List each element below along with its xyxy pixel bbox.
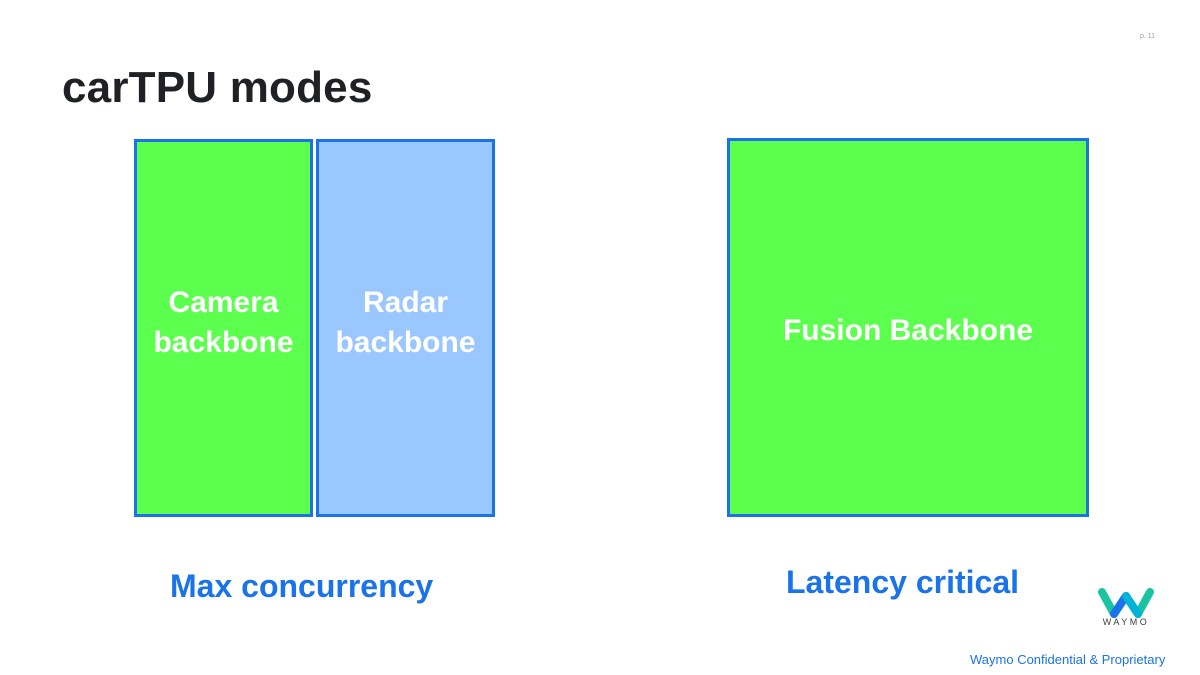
latency-critical-caption: Latency critical [786,564,1019,600]
fusion-backbone-label: Fusion Backbone [782,314,1034,347]
max-concurrency-caption: Max concurrency [170,568,434,604]
radar-backbone-label-line1: Radar [362,286,449,319]
page-number: p. 11 [1140,33,1156,40]
radar-backbone-block: Radar backbone [316,139,495,517]
radar-backbone-label: Radar backbone [335,283,475,363]
camera-backbone-label-line1: Camera [168,286,279,319]
camera-backbone-label-line2: backbone [153,326,294,359]
fusion-backbone-block: Fusion Backbone [727,138,1089,517]
waymo-logo-icon [1098,588,1154,618]
radar-backbone-label-line2: backbone [335,326,476,359]
camera-backbone-label: Camera backbone [153,283,293,363]
confidential-footer: Waymo Confidential & Proprietary [970,652,1166,667]
waymo-wordmark: WAYMO [1102,617,1150,627]
page-title: carTPU modes [62,63,373,112]
camera-backbone-block: Camera backbone [134,139,313,517]
